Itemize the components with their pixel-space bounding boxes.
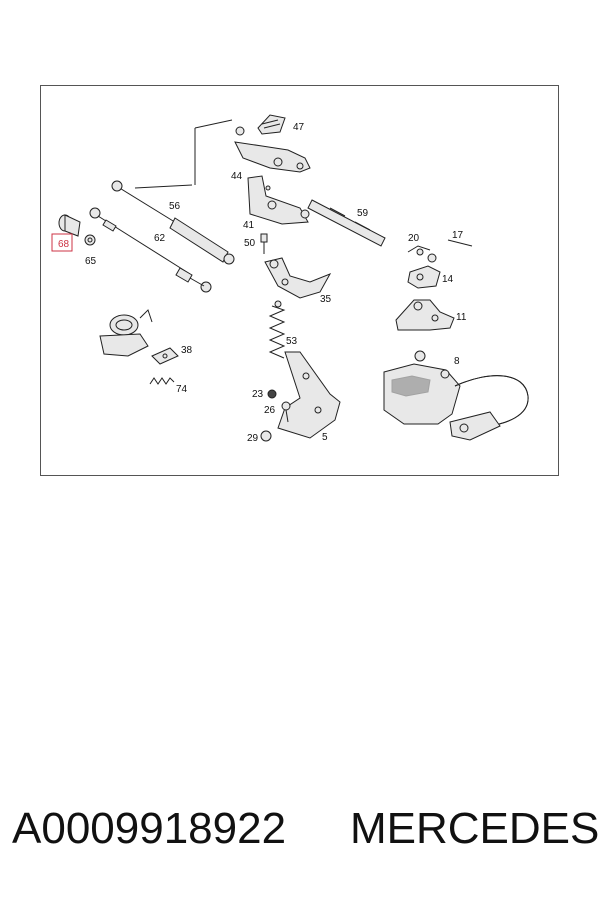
label-11: 11 (456, 312, 467, 323)
label-38: 38 (181, 345, 193, 356)
clamp-body[interactable] (99, 309, 153, 357)
part-74[interactable] (149, 377, 175, 385)
part-8[interactable] (383, 350, 529, 441)
label-44: 44 (231, 171, 243, 182)
label-65: 65 (85, 256, 97, 267)
part-65[interactable] (84, 234, 96, 246)
part-5[interactable] (277, 351, 341, 439)
label-47: 47 (293, 122, 305, 133)
label-68: 68 (58, 239, 70, 250)
label-17: 17 (452, 230, 464, 241)
part-41[interactable] (247, 175, 310, 225)
part-56[interactable] (111, 180, 235, 265)
brand-name: MERCEDES (350, 804, 600, 853)
part-29[interactable] (260, 430, 272, 442)
part-47[interactable] (257, 114, 286, 135)
label-14: 14 (442, 274, 454, 285)
part-35[interactable] (264, 257, 332, 299)
part-50[interactable] (260, 233, 268, 254)
label-56: 56 (169, 201, 181, 212)
label-74: 74 (176, 384, 188, 395)
label-20: 20 (408, 233, 420, 244)
part-53[interactable] (268, 300, 286, 359)
part-17[interactable] (447, 239, 473, 247)
part-14[interactable] (407, 253, 441, 289)
part-62[interactable] (89, 207, 212, 293)
part-23[interactable] (267, 389, 277, 399)
label-53: 53 (286, 336, 298, 347)
label-26: 26 (264, 405, 276, 416)
label-59: 59 (357, 208, 369, 219)
label-35: 35 (320, 294, 332, 305)
label-29: 29 (247, 433, 259, 444)
part-68[interactable] (51, 214, 81, 252)
label-5: 5 (322, 432, 328, 443)
label-8: 8 (454, 356, 460, 367)
part-38[interactable] (151, 347, 179, 365)
part-20[interactable] (407, 245, 431, 256)
label-62: 62 (154, 233, 166, 244)
part-11[interactable] (395, 299, 455, 331)
label-41: 41 (243, 220, 255, 231)
part-number: A0009918922 (12, 804, 287, 853)
label-23: 23 (252, 389, 264, 400)
part-44[interactable] (194, 119, 311, 185)
part-59[interactable] (307, 199, 386, 247)
part-26[interactable] (281, 401, 291, 423)
label-50: 50 (244, 238, 256, 249)
